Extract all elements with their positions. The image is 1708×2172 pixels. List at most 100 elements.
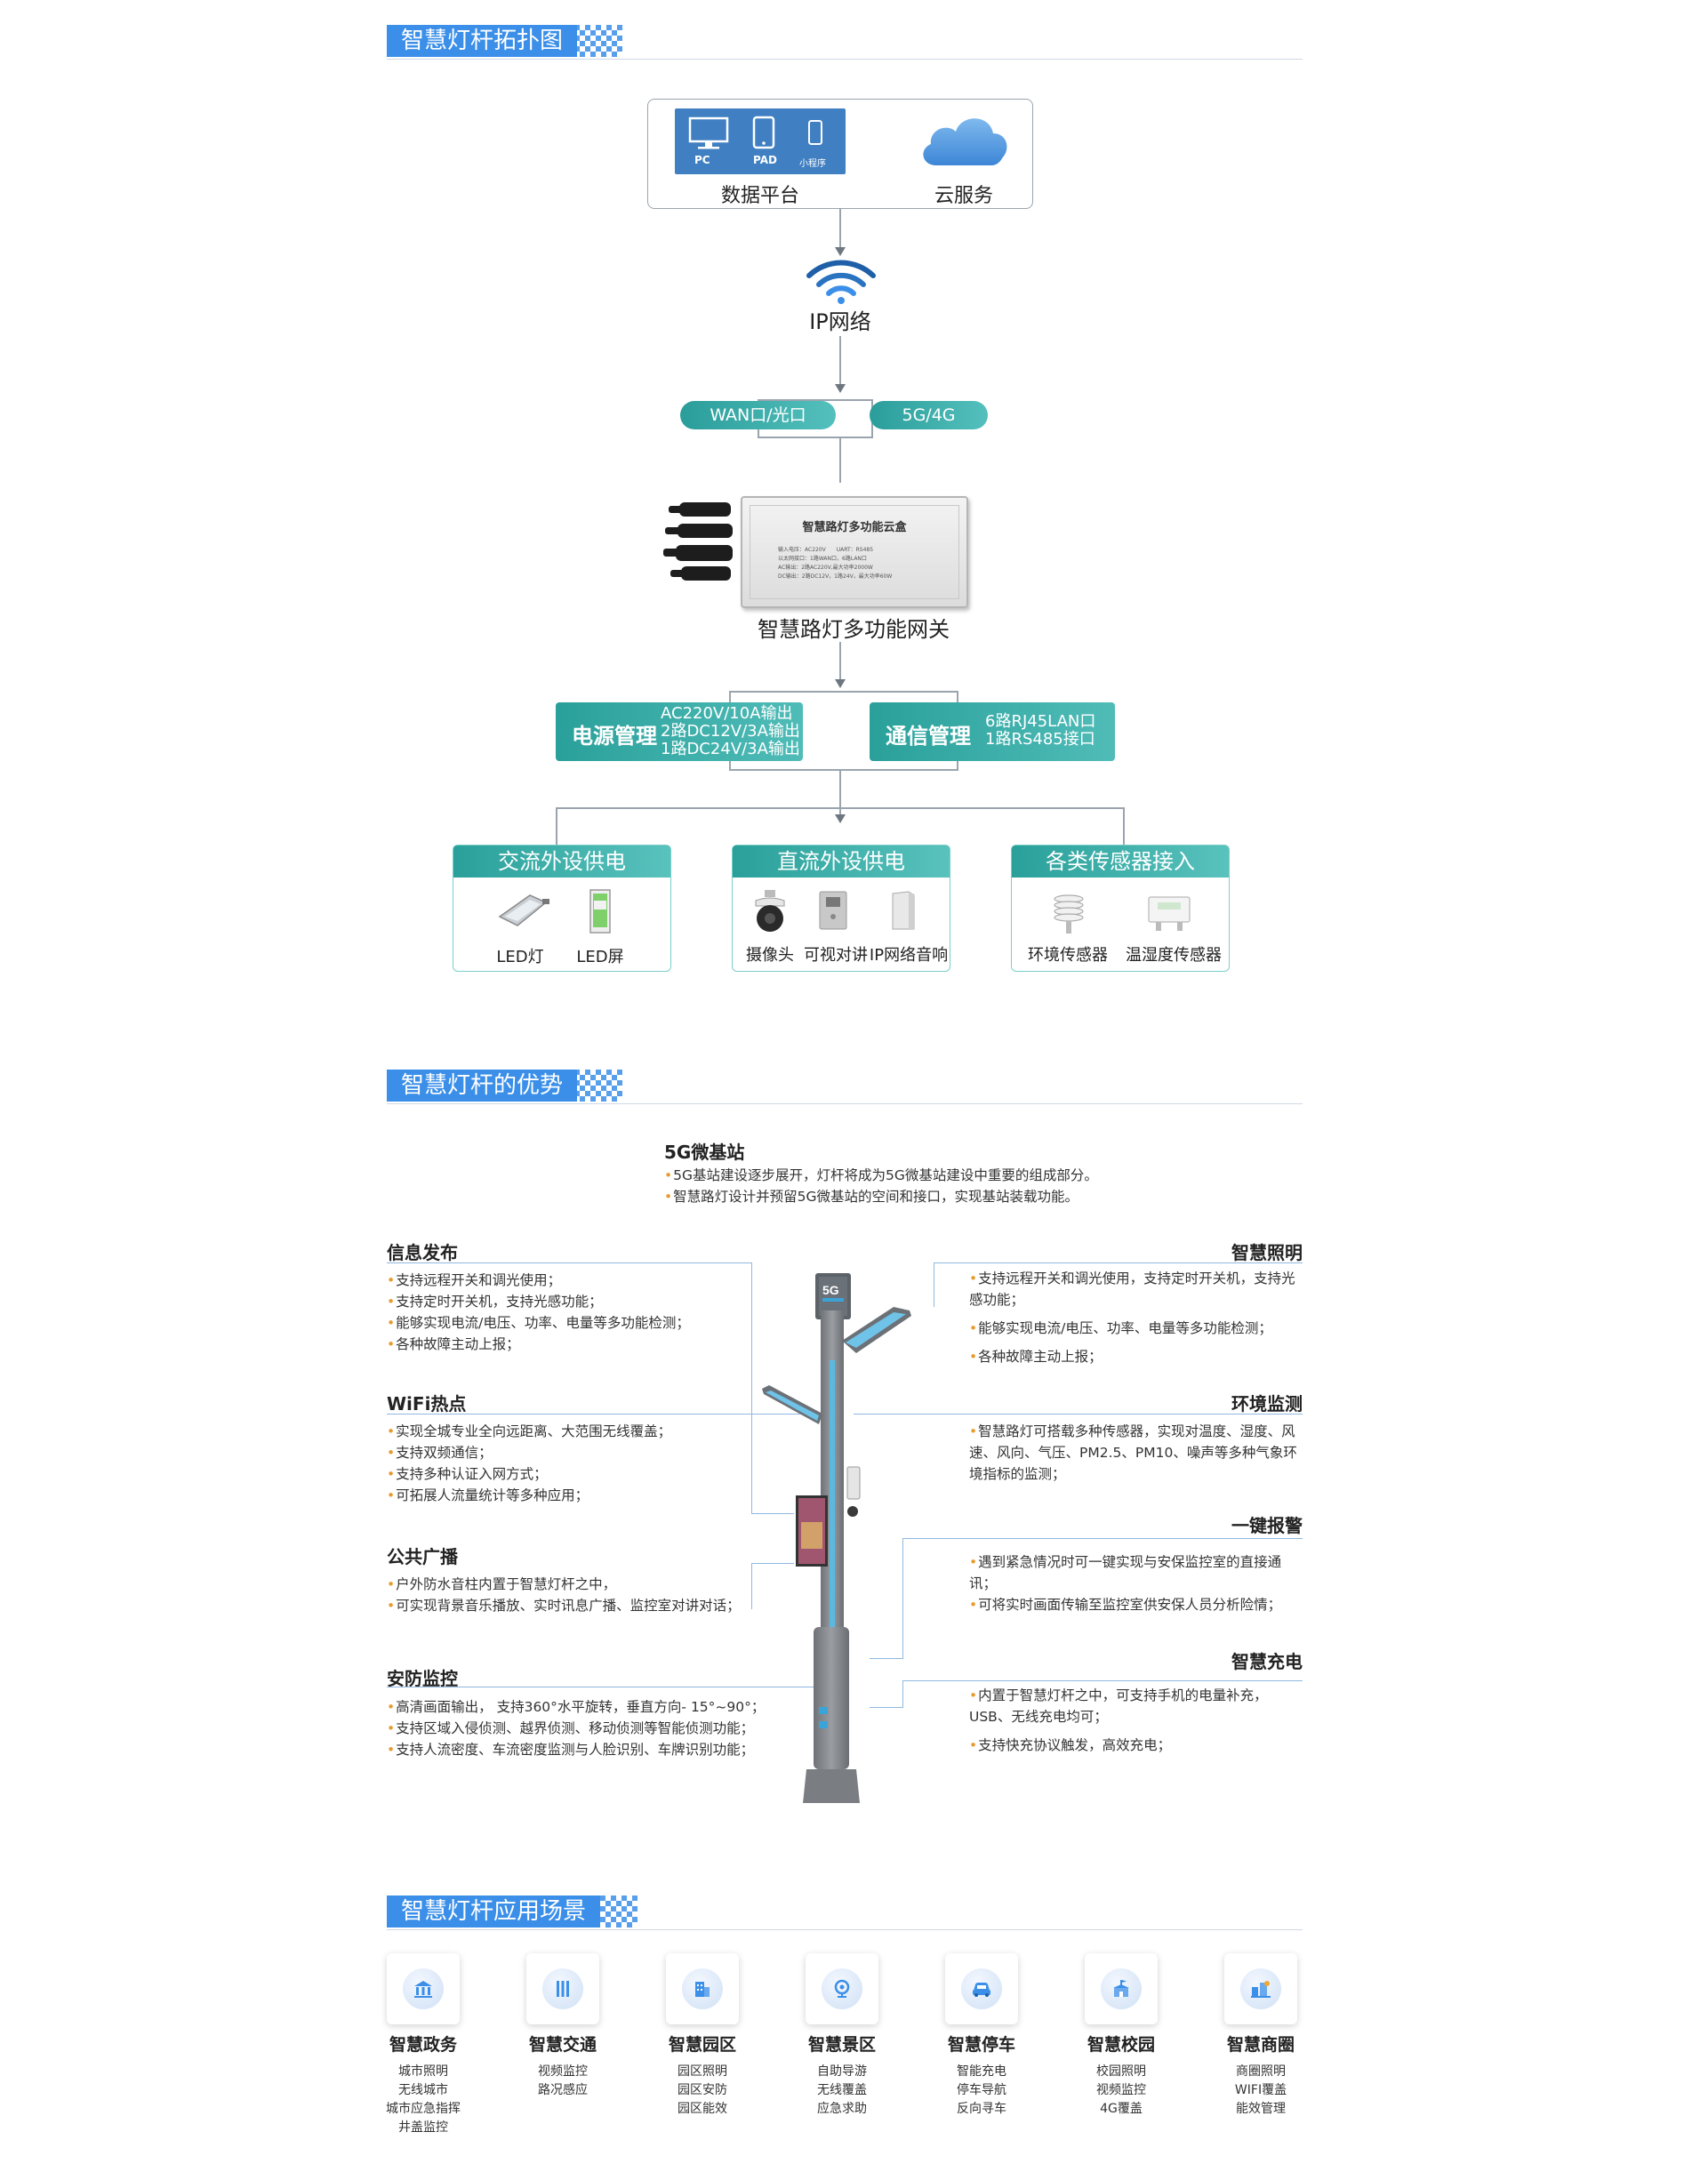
scenario-line: 无线城市 [398,2083,448,2097]
scenario-line: 园区能效 [678,2102,727,2116]
adv-item: 支持快充协议触发，高效充电； [969,1735,1303,1756]
section-header-advantages: 智慧灯杆的优势 [387,1070,1303,1105]
spec-line: 以太网接口：1路WAN口，6路LAN口 [778,556,867,562]
section-title: 智慧灯杆的优势 [387,1070,578,1102]
scenario-line: 应急求助 [817,2102,867,2116]
traffic-icon [557,1981,569,1997]
pointer-line [902,1680,903,1707]
card-title: 直流外设供电 [733,846,950,878]
adv-list-env: 智慧路灯可搭载多种传感器，实现对温度、湿度、风速、风向、气压、PM2.5、PM1… [969,1421,1303,1485]
adv-title-alarm: 一键报警 [1231,1515,1303,1536]
card-title: 各类传感器接入 [1012,846,1229,878]
cloud-service-label: 云服务 [934,185,993,207]
adv-item: 各种故障主动上报； [969,1346,1303,1367]
adv-item: 支持远程开关和调光使用； [387,1270,742,1291]
adv-list-wifi: 实现全城专业全向远距离、大范围无线覆盖； 支持双频通信； 支持多种认证入网方式；… [387,1421,742,1506]
section-header-scenarios: 智慧灯杆应用场景 [387,1895,1303,1931]
scenario-line: 城市照明 [398,2064,448,2079]
cloud-icon [923,118,1007,165]
scenario-line: 园区安防 [678,2083,727,2097]
smart-pole-illustration: 5G [762,1273,911,1803]
scenario-line: 停车导航 [957,2083,1006,2097]
pointer-line [870,1707,903,1708]
ip-network-label: IP网络 [809,309,871,334]
pointer-line [854,1414,1303,1415]
tablet-icon [752,116,775,149]
pole-5g-badge: 5G [822,1283,839,1297]
arrow-down-icon [835,384,846,393]
scenic-icon [834,1979,850,1998]
humidity-sensor-icon [1148,896,1191,931]
scenario-line: 视频监控 [1096,2083,1146,2097]
scenario-line: WIFI覆盖 [1234,2083,1287,2097]
adv-item: 支持多种认证入网方式； [387,1463,742,1485]
gateway-device: 智慧路灯多功能云盒 输入电压：AC220V UART：RS485 以太网接口：1… [741,496,968,608]
phone-icon [808,120,822,145]
scenario-line: 城市应急指挥 [386,2102,461,2116]
connector-line [839,771,841,819]
comm-line: 6路RJ45LAN口 [985,712,1096,731]
bracket-line [729,769,958,771]
adv-item: 支持区域入侵侦测、越界侦测、移动侦测等智能侦测功能； [387,1718,778,1739]
pointer-line [751,1563,752,1609]
adv-list-lighting: 支持远程开关和调光使用，支持定时开关机，支持光感功能； 能够实现电流/电压、功率… [969,1268,1303,1367]
adv-item: 支持人流密度、车流密度监测与人脸识别、车牌识别功能； [387,1739,778,1760]
scenario-line: 视频监控 [538,2064,588,2079]
card-title: 交流外设供电 [453,846,670,878]
card-item: LED灯 [496,948,544,966]
card-item: 可视对讲 [804,946,868,965]
adv-title-wifi: WiFi热点 [387,1393,467,1415]
adv-list-info: 支持远程开关和调光使用； 支持定时开关机，支持光感功能； 能够实现电流/电压、功… [387,1270,742,1355]
arrow-down-icon [835,247,846,256]
adv-item: 能够实现电流/电压、功率、电量等多功能检测； [387,1312,742,1334]
adv-item: 各种故障主动上报； [387,1334,742,1355]
power-management-box: 电源管理 AC220V/10A输出 2路DC12V/3A输出 1路DC24V/3… [556,702,803,761]
pointer-line [387,1262,751,1263]
led-screen-icon [589,889,611,934]
power-line: 1路DC24V/3A输出 [661,740,800,758]
power-title: 电源管理 [572,724,657,749]
platform-box: PC PAD 小程序 数据平台 云服务 [647,99,1033,209]
adv-list-5g: 5G基站建设逐步展开，灯杆将成为5G微基站建设中重要的组成部分。 智慧路灯设计并… [664,1165,1127,1207]
pointer-line [902,1538,1303,1539]
card-item: 摄像头 [746,946,794,965]
intercom-icon [819,891,847,930]
street-lamp-icon [498,894,549,926]
network-speaker-icon [892,891,915,930]
gateway-label: 智慧路灯多功能网关 [758,617,950,642]
government-icon [414,1981,432,1998]
dome-camera-icon [755,890,785,932]
arrow-down-icon [835,814,846,823]
comm-line: 1路RS485接口 [985,730,1095,749]
adv-item: 能够实现电流/电压、功率、电量等多功能检测； [969,1318,1303,1339]
section-title: 智慧灯杆应用场景 [387,1895,601,1928]
divider [387,59,1303,60]
checker-decoration [569,25,622,57]
scenario-line: 智能充电 [957,2064,1006,2079]
adv-list-alarm: 遇到紧急情况时可一键实现与安保监控室的直接通讯； 可将实时画面传输至监控室供安保… [969,1551,1307,1615]
adv-item: 支持双频通信； [387,1442,742,1463]
comm-title: 通信管理 [886,724,971,749]
scenario-name: 智慧园区 [668,2035,736,2055]
pointer-line [902,1538,903,1658]
scenario-line: 反向寻车 [957,2102,1006,2116]
card-item: 环境传感器 [1028,946,1108,965]
comm-lines: 6路RJ45LAN口 1路RS485接口 [985,713,1095,749]
scenario-line: 园区照明 [678,2064,727,2079]
bracket-line [758,437,873,438]
divider [387,1103,1303,1104]
pointer-line [751,1563,794,1564]
section-title: 智慧灯杆拓扑图 [387,25,578,57]
scenario-business: 智慧商圈 商圈照明 WIFI覆盖 能效管理 [1207,1953,1314,2119]
business-icon [1251,1981,1271,1998]
pointer-line [934,1262,1303,1263]
card-item: LED屏 [576,948,624,966]
adv-title-broadcast: 公共广播 [387,1546,458,1567]
device-label: PAD [753,154,777,166]
adv-title-charge: 智慧充电 [1231,1651,1303,1672]
monitor-icon [688,116,729,149]
mobile-pill: 5G/4G [870,401,988,429]
parking-icon [973,1983,990,1997]
adv-item: 实现全城专业全向远距离、大范围无线覆盖； [387,1421,742,1442]
environment-sensor-icon [1054,894,1084,934]
